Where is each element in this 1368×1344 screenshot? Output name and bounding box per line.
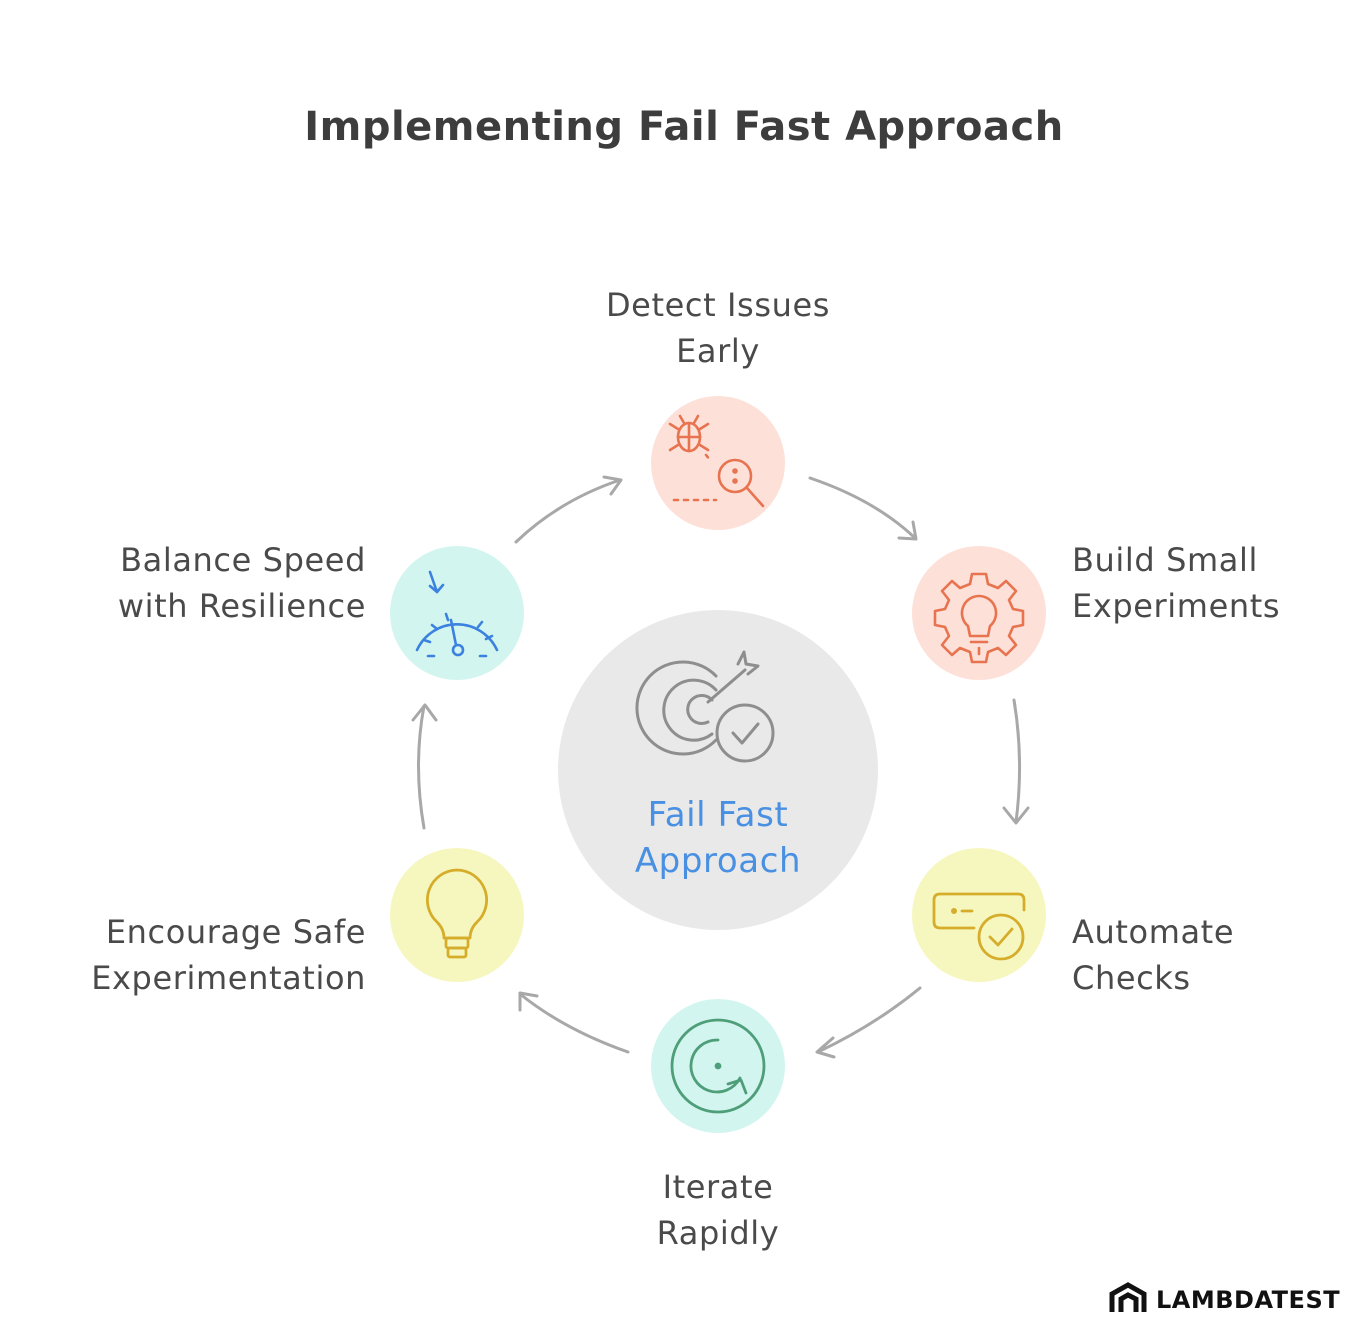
step-circle-build xyxy=(912,546,1046,680)
lightbulb-icon xyxy=(426,868,488,959)
target-check-icon xyxy=(635,650,775,763)
lambdatest-logo: LAMBDATEST xyxy=(1108,1282,1348,1322)
speedometer-icon xyxy=(415,570,499,658)
step-label-encourage-line2: Experimentation xyxy=(91,959,366,997)
center-label-line1: Fail Fast xyxy=(647,795,789,835)
lambdatest-logo-icon xyxy=(1109,1282,1147,1312)
center-circle xyxy=(558,610,878,930)
cycle-arrows xyxy=(411,475,1030,1059)
bug-search-icon xyxy=(668,414,765,508)
step-label-balance-line1: Balance Speed xyxy=(120,541,366,579)
arrow-detect-to-build xyxy=(808,476,917,540)
arrow-encourage-to-balance xyxy=(417,704,426,830)
center-label-line2: Approach xyxy=(634,841,802,881)
checklist-icon xyxy=(932,892,1026,961)
step-circle-detect xyxy=(651,396,785,530)
gear-bulb-icon xyxy=(933,572,1025,664)
step-label-encourage: Encourage Safe Experimentation xyxy=(20,909,366,1001)
step-label-automate-line2: Checks xyxy=(1072,959,1191,997)
arrow-iterate-to-encourage-head xyxy=(518,991,539,1012)
step-label-detect: Detect Issues Early xyxy=(558,282,878,374)
step-label-iterate-line2: Rapidly xyxy=(656,1214,780,1252)
step-label-build-line2: Experiments xyxy=(1072,587,1281,625)
arrow-automate-to-iterate xyxy=(816,986,922,1054)
step-label-automate-line1: Automate xyxy=(1072,913,1235,951)
arrow-detect-to-build-head xyxy=(897,520,918,541)
step-label-build-line1: Build Small xyxy=(1072,541,1258,579)
step-label-encourage-line1: Encourage Safe xyxy=(105,913,366,951)
arrow-build-to-automate xyxy=(1012,698,1022,824)
arrow-build-to-automate-head xyxy=(1002,806,1030,825)
arrow-balance-to-detect xyxy=(514,478,622,544)
step-label-build: Build Small Experiments xyxy=(1072,537,1362,629)
step-circle-balance xyxy=(390,546,524,680)
step-label-iterate: Iterate Rapidly xyxy=(558,1164,878,1256)
arrow-automate-to-iterate-head xyxy=(815,1036,836,1059)
step-label-balance: Balance Speed with Resilience xyxy=(20,537,366,629)
step-label-balance-line2: with Resilience xyxy=(117,587,366,625)
step-label-detect-line2: Early xyxy=(676,332,760,370)
step-label-detect-line1: Detect Issues xyxy=(605,286,831,324)
center-label: Fail Fast Approach xyxy=(560,792,876,884)
arrow-encourage-to-balance-head xyxy=(411,703,438,722)
step-label-iterate-line1: Iterate xyxy=(662,1168,774,1206)
step-circle-automate xyxy=(912,848,1046,982)
refresh-cycle-icon xyxy=(670,1018,766,1114)
step-label-automate: Automate Checks xyxy=(1072,909,1362,1001)
page-title: Implementing Fail Fast Approach xyxy=(304,104,1064,150)
arrow-iterate-to-encourage xyxy=(518,992,630,1054)
logo-text: LAMBDATEST xyxy=(1156,1286,1341,1314)
arrow-balance-to-detect-head xyxy=(602,475,623,496)
step-circle-encourage xyxy=(390,848,524,982)
